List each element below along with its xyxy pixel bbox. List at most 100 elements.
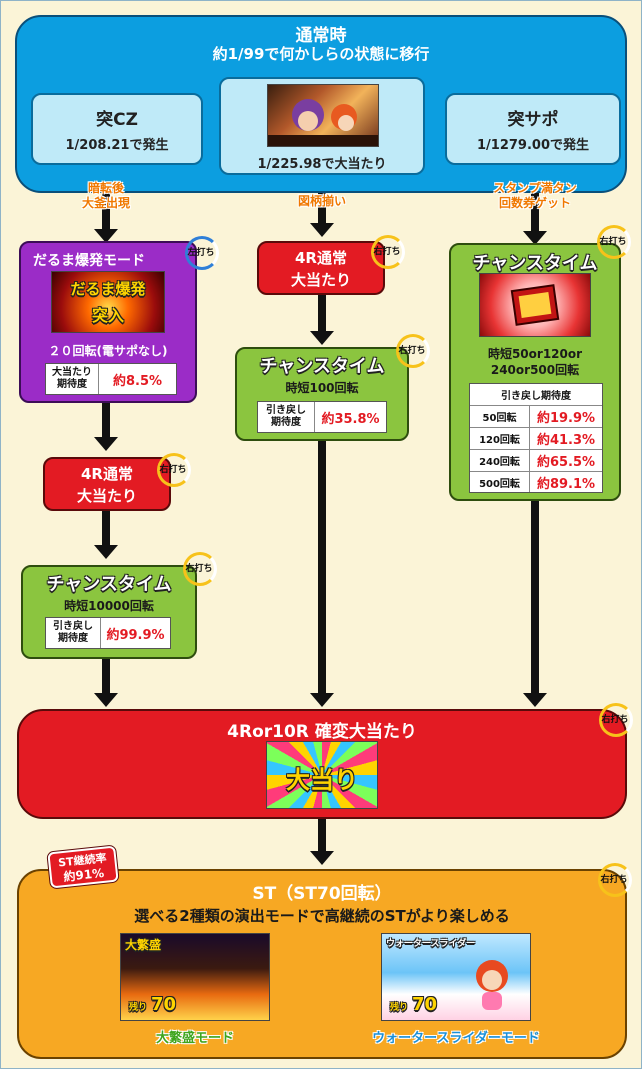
arrow-left-2-head <box>94 437 118 451</box>
center-4r-line1: 4R通常 <box>295 249 347 267</box>
daruma-image-line1: だるま爆発 <box>70 280 146 298</box>
arrow-right-1-head <box>523 231 547 245</box>
center-chance-badge-text: 右打ち <box>398 346 426 356</box>
transition-left-label: 暗転後 大釜出現 <box>56 181 156 211</box>
daruma-image-line2: 突入 <box>91 306 124 325</box>
right-row-4-value-cell: 約89.1% <box>530 472 602 492</box>
daruma-exp-value-cell: 約8.5% <box>98 364 176 394</box>
arrow-center-3-head <box>310 693 334 707</box>
center-chance-exp-label-line2: 期待度 <box>271 417 301 428</box>
arrow-left-1 <box>102 193 110 229</box>
water-slider-mode-image: ウォータースライダー 残り 70 <box>381 933 531 1021</box>
kakuhen-badge-text: 右打ち <box>601 715 629 725</box>
right-row-3-value-cell: 約65.5% <box>530 450 602 472</box>
center-4r-line2: 大当たり <box>290 271 351 289</box>
center-chance-exp-value: 約35.8% <box>321 411 380 427</box>
st-title: ST（ST70回転） <box>252 884 392 904</box>
water-slider-img-count-label: 残り <box>390 1003 409 1013</box>
daihanjo-mode-image: 大繁盛 残り 70 <box>120 933 270 1021</box>
left-chance-exp-label-line2: 期待度 <box>58 633 88 644</box>
center-chance-exp-label-line1: 引き戻し <box>266 405 306 416</box>
arrow-left-1-head <box>94 229 118 243</box>
left-4r-line1: 4R通常 <box>81 465 133 483</box>
center-chance-right-shooting-badge: 右打ち <box>396 334 430 368</box>
arrow-center-1-head <box>310 223 334 237</box>
right-chance-title: チャンスタイム <box>472 253 598 274</box>
center-4r-right-shooting-badge: 右打ち <box>371 235 405 269</box>
left-4r-badge-text: 右打ち <box>159 465 187 475</box>
left-chance-exp-label: 引き戻し 期待度 <box>46 618 100 648</box>
left-chance-right-shooting-badge: 右打ち <box>183 552 217 586</box>
totsu-cz-title: 突CZ <box>96 110 138 130</box>
transition-left-line2: 大釜出現 <box>81 196 130 210</box>
left-chance-exp-value: 約99.9% <box>106 627 165 643</box>
totsu-sapo-title: 突サポ <box>507 110 559 130</box>
left-shooting-badge-text: 左打ち <box>187 248 215 258</box>
left-4r-right-shooting-badge: 右打ち <box>157 453 191 487</box>
arrow-left-4 <box>102 659 110 695</box>
transition-right-line2: 回数券ゲット <box>498 196 571 210</box>
character-illustration-icon <box>268 99 378 146</box>
right-chance-table: 引き戻し期待度 50回転 約19.9% 120回転 約41.3% 240回転 約… <box>469 383 603 493</box>
transition-left-line1: 暗転後 <box>87 181 124 195</box>
normal-state-subtitle: 約1/99で何かしらの状態に移行 <box>212 45 430 63</box>
oatari-image-text: 大当り <box>286 766 358 794</box>
right-chance-jitan-line1: 時短50or120or <box>487 347 583 361</box>
kakuhen-jackpot-title: 4Ror10R 確変大当たり <box>227 722 417 742</box>
left-chance-exp-value-cell: 約99.9% <box>100 618 170 648</box>
left-chance-badge-text: 右打ち <box>185 564 213 574</box>
arrow-right-1 <box>531 193 539 233</box>
left-chance-jitan: 時短10000回転 <box>64 599 154 613</box>
transition-center-label: 図柄揃い <box>272 194 372 209</box>
daruma-exp-value: 約8.5% <box>112 373 163 389</box>
center-chance-title: チャンスタイム <box>259 356 385 377</box>
right-row-4-label: 500回転 <box>470 472 530 492</box>
arrow-left-4-head <box>94 693 118 707</box>
right-chance-right-shooting-badge: 右打ち <box>597 225 631 259</box>
arrow-right-2 <box>531 501 539 695</box>
center-4r-badge-text: 右打ち <box>373 247 401 257</box>
left-4r-line2: 大当たり <box>76 487 137 505</box>
daihanjo-img-header: 大繁盛 <box>125 938 162 952</box>
daruma-expectation-box: 大当たり 期待度 約8.5% <box>45 363 177 395</box>
daruma-exp-label: 大当たり 期待度 <box>46 364 98 394</box>
right-row-2-value-cell: 約41.3% <box>530 428 602 450</box>
oatari-image: 大当り <box>266 741 378 809</box>
st-right-shooting-badge: 右打ち <box>598 863 632 897</box>
arrow-left-3 <box>102 511 110 547</box>
arrow-center-4-head <box>310 851 334 865</box>
right-row-1-label: 50回転 <box>470 406 530 428</box>
kakuhen-right-shooting-badge: 右打ち <box>599 703 633 737</box>
arrow-center-3 <box>318 441 326 695</box>
daihanjo-mode-label: 大繁盛モード <box>155 1031 234 1046</box>
arrow-left-2 <box>102 403 110 439</box>
water-slider-mode-label: ウォータースライダーモード <box>372 1031 540 1046</box>
right-row-3-label: 240回転 <box>470 450 530 472</box>
daruma-spins: ２０回転(電サポなし) <box>48 344 168 358</box>
stamp-image <box>479 273 591 337</box>
right-chance-badge-text: 右打ち <box>599 237 627 247</box>
water-slider-img-count: 70 <box>412 994 438 1015</box>
center-chance-jitan: 時短100回転 <box>285 381 359 395</box>
transition-right-line1: スタンプ満タン <box>493 181 577 195</box>
right-row-1-value: 約19.9% <box>536 411 596 426</box>
normal-state-title: 通常時 <box>295 26 347 46</box>
daihanjo-img-count-label: 残り <box>129 1003 148 1013</box>
arrow-center-2-head <box>310 331 334 345</box>
water-slider-img-header: ウォータースライダー <box>386 939 476 949</box>
daruma-mode-title: だるま爆発モード <box>33 253 145 269</box>
anime-scene-image <box>267 84 379 147</box>
transition-right-label: スタンプ満タン 回数券ゲット <box>475 181 595 211</box>
stamp-card-icon <box>510 284 560 326</box>
totsu-cz-box <box>31 93 203 165</box>
center-chance-exp-value-cell: 約35.8% <box>314 402 386 432</box>
st-subtitle: 選べる2種類の演出モードで高継続のSTがより楽しめる <box>134 907 510 925</box>
center-chance-expectation-box: 引き戻し 期待度 約35.8% <box>257 401 387 433</box>
left-chance-exp-label-line1: 引き戻し <box>53 621 93 632</box>
transition-center-line1: 図柄揃い <box>297 194 346 208</box>
right-chance-jitan-line2: 240or500回転 <box>490 363 580 377</box>
daruma-exp-label-line1: 大当たり <box>52 367 92 378</box>
right-row-2-label: 120回転 <box>470 428 530 450</box>
totsu-cz-prob: 1/208.21で発生 <box>65 138 169 153</box>
